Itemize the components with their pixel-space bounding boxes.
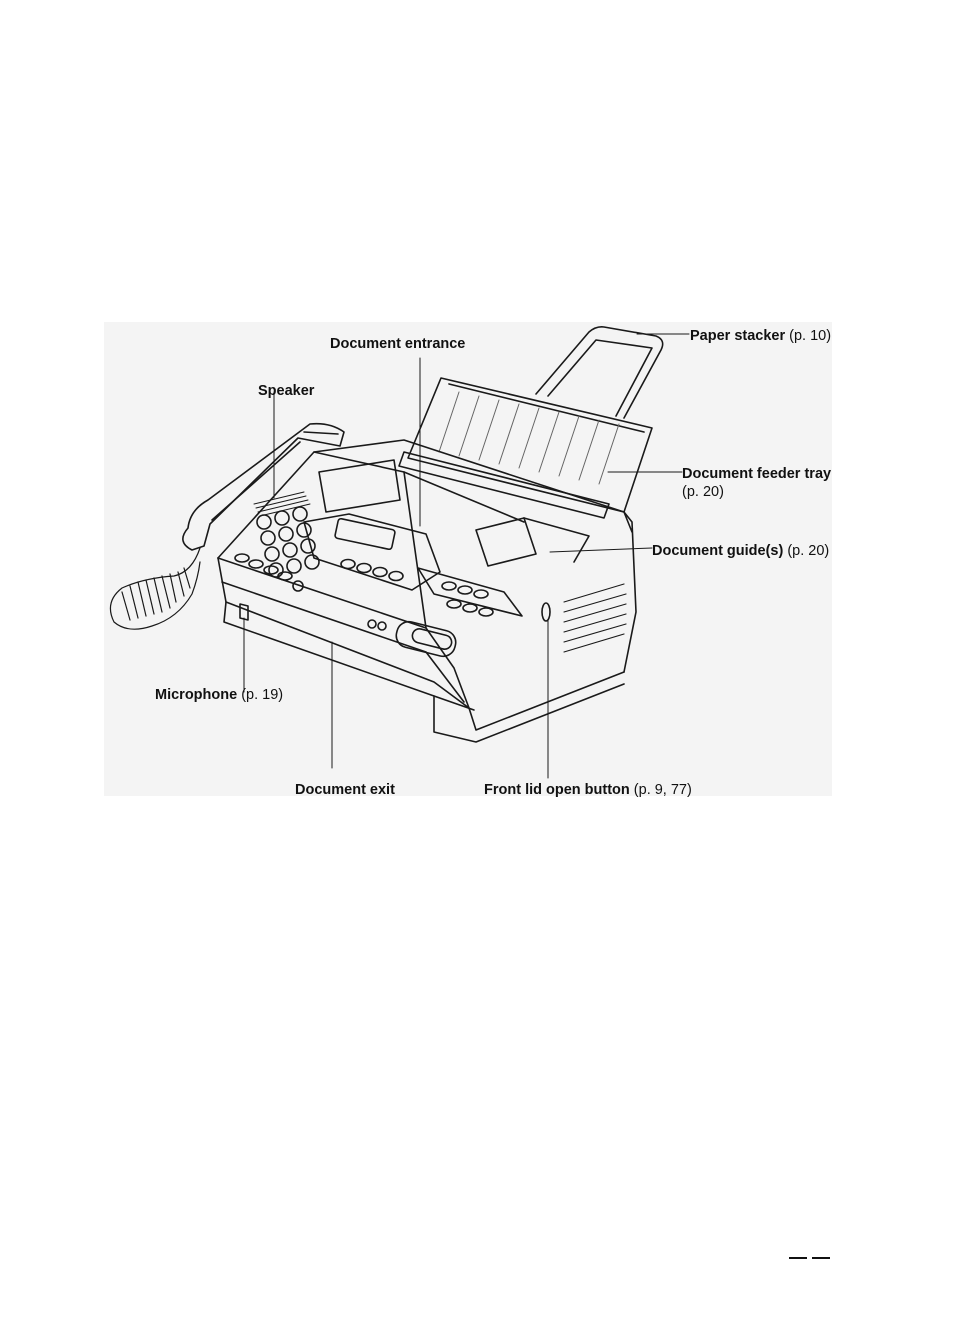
page-number-marks	[789, 1257, 831, 1259]
label-document-entrance: Document entrance	[330, 335, 465, 353]
leader-lines	[244, 334, 689, 778]
footer-dash	[812, 1257, 830, 1259]
label-microphone: Microphone (p. 19)	[155, 686, 283, 704]
label-document-exit: Document exit	[295, 781, 395, 799]
coiled-cord-drawing	[110, 548, 200, 629]
label-front-lid-open-button: Front lid open button (p. 9, 77)	[484, 781, 692, 799]
label-document-feeder-tray: Document feeder tray (p. 20)	[682, 465, 831, 501]
label-document-guides: Document guide(s) (p. 20)	[652, 542, 829, 560]
label-speaker: Speaker	[258, 382, 314, 400]
handset-drawing	[183, 424, 344, 550]
label-paper-stacker: Paper stacker (p. 10)	[690, 327, 831, 345]
front-lid-button-drawing	[542, 603, 550, 621]
speaker-grille-drawing	[254, 492, 310, 516]
footer-dash	[789, 1257, 807, 1259]
fax-machine-figure: Document entrance Speaker Paper stacker …	[104, 322, 832, 796]
document-feeder-tray-drawing	[399, 378, 652, 518]
